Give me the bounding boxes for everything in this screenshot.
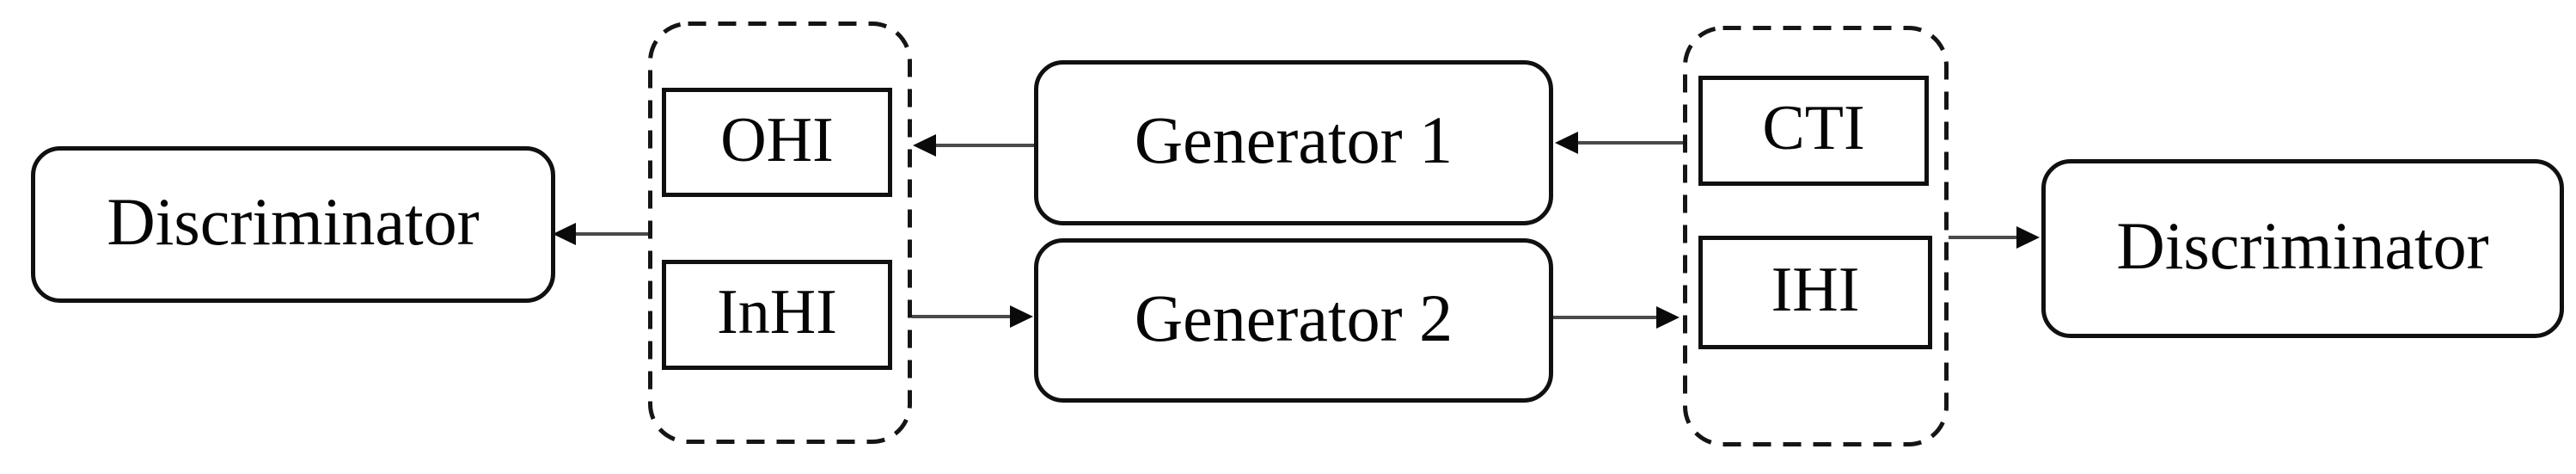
arrow-group-left-to-discriminator-left	[553, 223, 648, 245]
discriminator-left-label: Discriminator	[107, 184, 480, 259]
arrow-group-right-to-discriminator-right	[1949, 226, 2040, 249]
ihi-label: IHI	[1771, 255, 1860, 325]
discriminator-right-label: Discriminator	[2116, 208, 2489, 283]
arrow-inhi-to-generator2	[912, 305, 1033, 328]
generator2-label: Generator 2	[1134, 280, 1453, 355]
cti-node: CTI	[1698, 76, 1929, 186]
generator2-node: Generator 2	[1034, 238, 1553, 403]
generator1-label: Generator 1	[1134, 102, 1453, 177]
arrow-generator1-to-ohi	[913, 134, 1034, 157]
discriminator-right-node: Discriminator	[2041, 159, 2564, 338]
generator1-node: Generator 1	[1034, 60, 1553, 225]
dashed-group-left	[648, 22, 912, 444]
dashed-group-right	[1683, 26, 1949, 446]
discriminator-left-node: Discriminator	[31, 146, 555, 303]
cti-label: CTI	[1762, 93, 1865, 163]
inhi-label: InHI	[717, 277, 837, 348]
arrow-generator2-to-ihi	[1553, 306, 1680, 329]
ihi-node: IHI	[1698, 236, 1932, 349]
ohi-node: OHI	[662, 88, 892, 197]
inhi-node: InHI	[662, 260, 892, 370]
ohi-label: OHI	[720, 104, 834, 175]
arrow-cti-to-generator1	[1555, 132, 1683, 154]
